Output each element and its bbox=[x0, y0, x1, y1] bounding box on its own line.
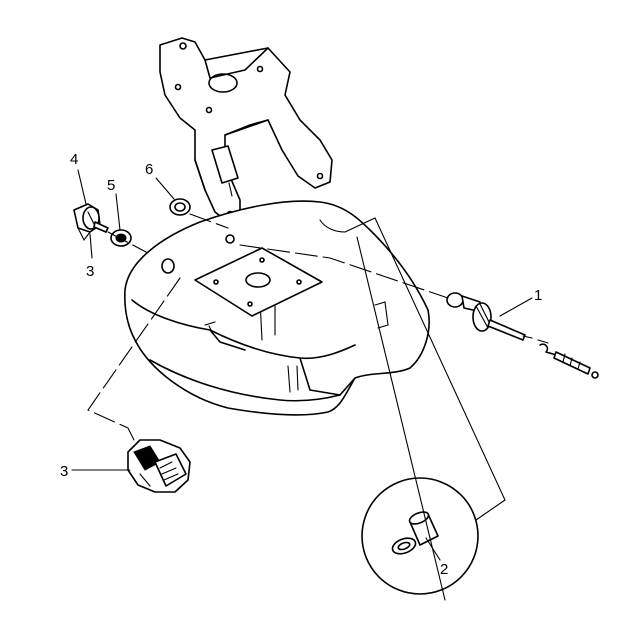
part-6-grommet bbox=[169, 198, 191, 216]
part-3-ignition-switch bbox=[127, 439, 191, 493]
callout-1: 1 bbox=[534, 287, 542, 304]
part-1-cable-assembly bbox=[446, 292, 599, 379]
callout-labels: 4 5 6 3 1 3 2 bbox=[60, 151, 542, 578]
callout-3-upper: 3 bbox=[86, 263, 94, 280]
callout-3-lower: 3 bbox=[60, 463, 68, 480]
part-2-detail-circle bbox=[361, 477, 479, 595]
part-4-switch bbox=[73, 203, 109, 242]
callout-5: 5 bbox=[107, 177, 115, 194]
instrument-housing bbox=[124, 200, 430, 416]
assembly-lines bbox=[87, 213, 506, 601]
callout-leaders bbox=[71, 169, 533, 561]
callout-6: 6 bbox=[145, 161, 153, 178]
callout-2: 2 bbox=[440, 561, 448, 578]
mounting-bracket bbox=[159, 37, 333, 223]
part-5-nut bbox=[110, 229, 132, 247]
callout-4: 4 bbox=[70, 151, 78, 168]
